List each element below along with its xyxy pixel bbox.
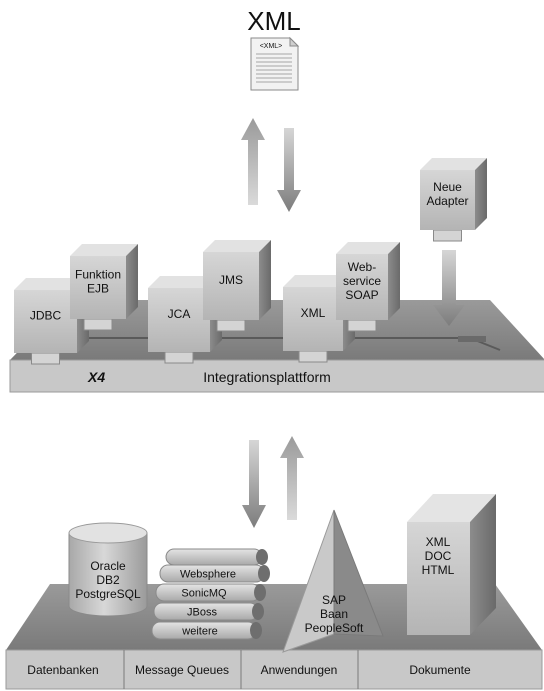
database-line-2: DB2 [96,573,120,587]
adapter-xml-line-1: XML [301,306,326,320]
queue-tube-back [165,548,268,566]
integration-platform: X4 Integrationsplattform [9,300,544,393]
adapter-ejb-line-1: Funktion [75,268,121,282]
adapter-ejb-line-2: EJB [87,282,109,296]
download-arrow-top [277,128,301,212]
upload-arrow-bottom [280,436,304,520]
xml-title: XML [247,6,300,36]
xml-document-tag: <XML> [260,43,283,50]
adapter-jdbc-line-1: JDBC [30,309,62,323]
database-line-3: PostgreSQL [75,587,141,601]
queue-tube-1: Websphere [159,564,270,583]
app-line-1: SAP [322,593,346,607]
doc-line-1: XML [426,535,451,549]
xml-document-icon: <XML> [250,36,300,91]
upload-arrow-top [241,118,265,205]
section-label-2: Message Queues [135,663,229,677]
adapter-soap-line-2: service [343,274,381,288]
platform-label: Integrationsplattform [203,369,331,385]
app-line-3: PeopleSoft [305,621,364,635]
doc-line-2: DOC [425,549,452,563]
queue-label-4: weitere [181,626,217,638]
queue-tube-2: SonicMQ [155,583,266,602]
section-label-4: Dokumente [409,663,471,677]
platform-brand: X4 [87,369,105,385]
queue-tube-4: weitere [151,621,262,640]
database-cylinder [68,522,148,617]
section-label-3: Anwendungen [261,663,338,677]
doc-line-3: HTML [422,563,455,577]
adapter-jca-line-1: JCA [168,307,191,321]
xml-source: XML <XML> [247,6,301,91]
adapter-jms: JMS [203,240,271,332]
adapter-soap-line-3: SOAP [345,288,378,302]
queue-tube-3: JBoss [153,602,264,621]
queue-label-2: SonicMQ [181,588,227,600]
application-pyramid [282,509,384,653]
database-line-1: Oracle [90,559,126,573]
adapter-neue-line-2: Adapter [426,194,468,208]
queue-label-3: JBoss [187,607,217,619]
adapter-jms-line-1: JMS [219,273,243,287]
plugin-arrow [433,250,465,326]
queue-label-1: Websphere [180,569,236,581]
documents-box [407,494,496,635]
section-label-1: Datenbanken [27,663,98,677]
download-arrow-bottom [242,440,266,528]
adapter-soap-line-1: Web- [348,260,376,274]
app-line-2: Baan [320,607,348,621]
adapter-neue-line-1: Neue [433,180,462,194]
